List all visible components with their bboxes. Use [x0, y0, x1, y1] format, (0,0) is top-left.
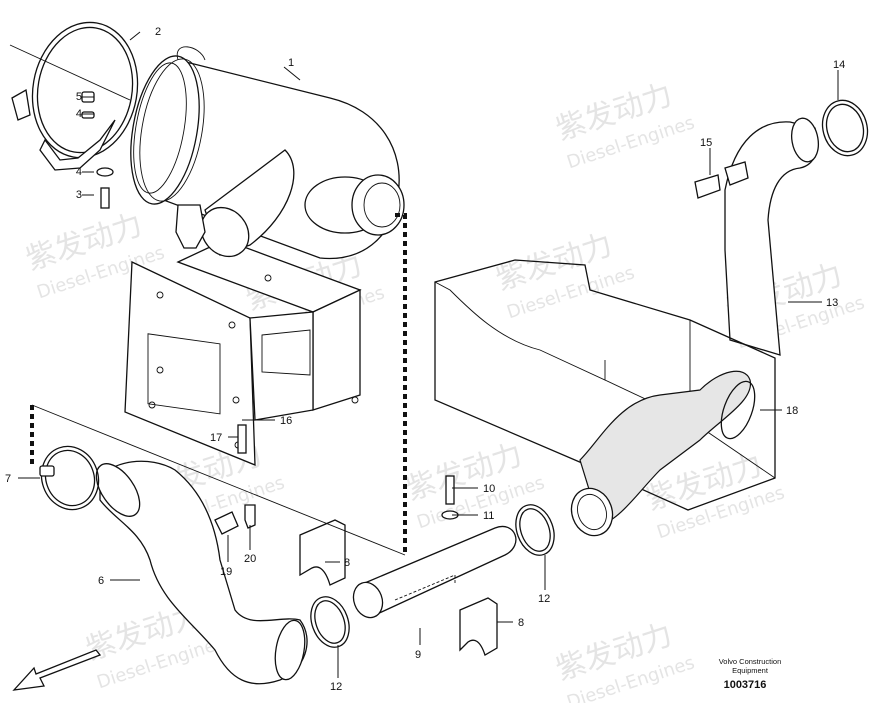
- elbow-hose: [39, 445, 308, 685]
- callout-14: 14: [833, 59, 845, 71]
- callout-20: 20: [244, 553, 256, 565]
- callout-18: 18: [786, 405, 798, 417]
- front-direction-arrow-icon: [12, 649, 102, 691]
- callout-4b: 4: [76, 166, 82, 178]
- intake-pipe: [570, 370, 756, 537]
- callout-12a: 12: [330, 681, 342, 693]
- air-cleaner: [130, 46, 405, 260]
- callout-3: 3: [76, 189, 82, 201]
- outlet-hose: [694, 99, 869, 356]
- callout-6: 6: [98, 575, 104, 587]
- callout-9: 9: [415, 649, 421, 661]
- callout-16: 16: [280, 415, 292, 427]
- callout-17: 17: [210, 432, 222, 444]
- callout-8a: 8: [344, 557, 350, 569]
- callout-7: 7: [5, 473, 11, 485]
- callout-10: 10: [483, 483, 495, 495]
- callout-2: 2: [155, 26, 161, 38]
- callout-5: 5: [76, 91, 82, 103]
- footer-company-line1: Volvo Construction: [719, 657, 782, 666]
- pipe-support-brackets: [299, 519, 498, 656]
- footer-drawing-number: 1003716: [724, 679, 767, 691]
- connecting-pipe: [310, 504, 555, 648]
- callout-labels: 1 2 5 4 4 3 14 15 13 18 16 17 7 6 10 11 …: [5, 26, 845, 693]
- assembly-lines: [9, 44, 407, 556]
- callout-19: 19: [220, 566, 232, 578]
- leader-lines: [18, 31, 839, 678]
- mounting-bracket: [124, 239, 362, 466]
- footer-company-line2: Equipment: [732, 666, 769, 675]
- callout-1: 1: [288, 57, 294, 69]
- callout-4a: 4: [76, 108, 82, 120]
- hardware-parts: [214, 424, 459, 535]
- drawing-footer: Volvo Construction Equipment 1003716: [719, 657, 782, 691]
- callout-11: 11: [483, 510, 494, 522]
- callout-15: 15: [700, 137, 712, 149]
- callout-8b: 8: [518, 617, 524, 629]
- callout-13: 13: [826, 297, 838, 309]
- callout-12b: 12: [538, 593, 550, 605]
